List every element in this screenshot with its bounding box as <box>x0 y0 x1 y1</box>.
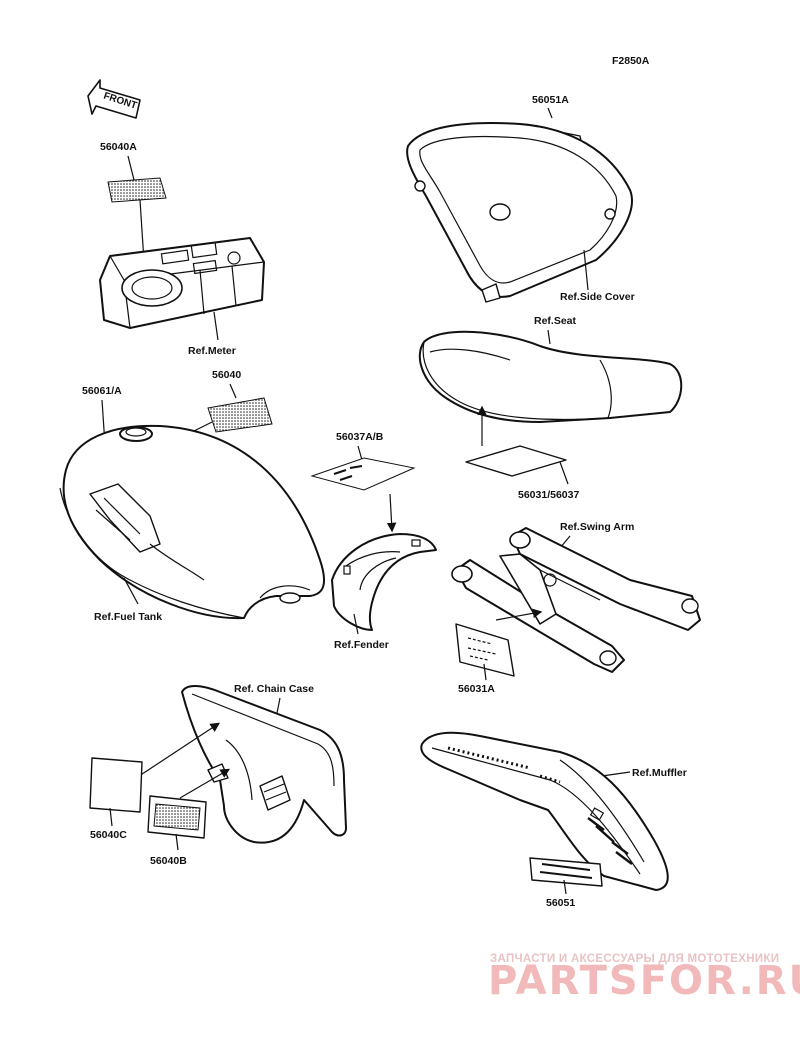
figure-code: F2850A <box>612 55 650 67</box>
label-ref-fender: Ref.Fender <box>334 639 389 651</box>
label-ref-seat: Ref.Seat <box>534 315 577 327</box>
label-ref-swing-arm: Ref.Swing Arm <box>560 521 634 533</box>
chain-case-decal-56040c <box>89 757 143 813</box>
label-ref-fuel-tank: Ref.Fuel Tank <box>94 611 162 623</box>
label-56031-56037: 56031/56037 <box>518 489 579 501</box>
fuel-tank <box>59 424 326 620</box>
label-ref-meter: Ref.Meter <box>188 345 236 357</box>
muffler-emblem-56051 <box>529 857 603 887</box>
chain-case-decal-56040b <box>147 795 207 839</box>
fender-decal-56037ab <box>310 457 416 491</box>
label-56040a: 56040A <box>100 141 137 153</box>
fender <box>331 533 437 631</box>
meter-decal-56040a <box>107 177 167 203</box>
label-56037ab: 56037A/B <box>336 431 384 443</box>
label-ref-side-cover: Ref.Side Cover <box>560 291 635 303</box>
swing-arm-decal-56031a <box>455 623 515 677</box>
label-56031a: 56031A <box>458 683 495 695</box>
label-ref-muffler: Ref.Muffler <box>632 767 687 779</box>
label-ref-chain-case: Ref. Chain Case <box>234 683 314 695</box>
chain-case <box>181 685 347 844</box>
watermark-logo: PARTSFOR.RU <box>488 958 800 1004</box>
seat <box>418 330 683 423</box>
label-56040b: 56040B <box>150 855 187 867</box>
label-56040c: 56040C <box>90 829 127 841</box>
seat-decal-56031-56037 <box>465 445 567 477</box>
muffler-heat-guard <box>420 731 669 891</box>
label-56061a: 56061/A <box>82 385 122 397</box>
watermark-tagline: ЗАПЧАСТИ И АКСЕССУАРЫ ДЛЯ МОТОТЕХНИКИ <box>490 953 779 965</box>
label-56051: 56051 <box>546 897 575 909</box>
tank-decal-56040 <box>207 397 273 433</box>
meter-housing <box>99 237 265 329</box>
front-arrow-icon: FRONT <box>87 79 141 119</box>
side-cover <box>406 121 633 303</box>
label-56040: 56040 <box>212 369 241 381</box>
label-56051a: 56051A <box>532 94 569 106</box>
